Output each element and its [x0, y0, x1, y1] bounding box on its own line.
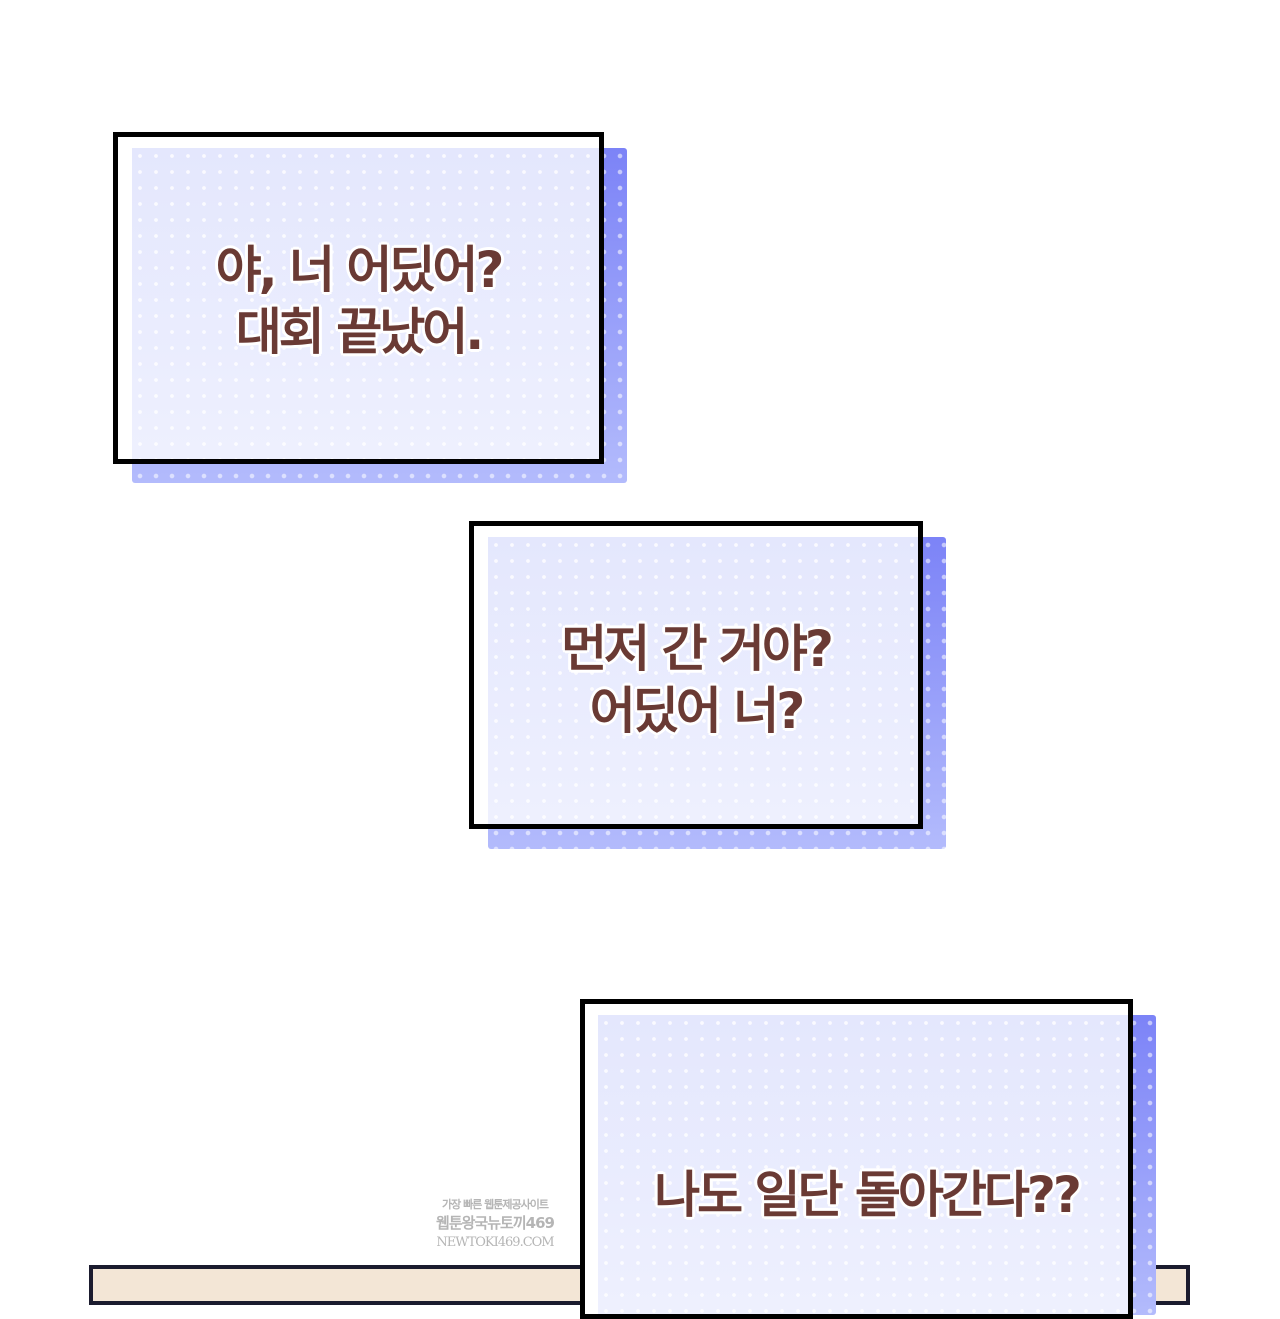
- caption-fill-3: [598, 1015, 1128, 1314]
- watermark-line: 웹툰왕국뉴토끼469: [436, 1214, 555, 1232]
- caption-line: 나도 일단 돌아간다??: [654, 1166, 1082, 1224]
- watermark-url: NEWTOKI469.COM: [436, 1235, 554, 1250]
- caption-box-3: 나도 일단 돌아간다??: [580, 999, 1133, 1319]
- caption-fill-2: [488, 537, 918, 824]
- caption-line: 어딨어 너?: [589, 682, 805, 740]
- caption-text-3: 나도 일단 돌아간다??: [605, 1164, 1128, 1226]
- watermark-line: 가장 빠른 웹툰제공사이트: [442, 1198, 549, 1211]
- caption-line: 먼저 간 거야?: [561, 620, 834, 678]
- watermark: 가장 빠른 웹툰제공사이트 웹툰왕국뉴토끼469 NEWTOKI469.COM: [420, 1195, 570, 1252]
- caption-text-1: 야, 너 어딨어? 대회 끝났어.: [118, 239, 599, 363]
- caption-text-2: 먼저 간 거야? 어딨어 너?: [474, 618, 918, 742]
- caption-box-2: 먼저 간 거야? 어딨어 너?: [469, 521, 923, 829]
- caption-line: 대회 끝났어.: [235, 303, 484, 361]
- caption-line: 야, 너 어딨어?: [215, 241, 505, 299]
- caption-fill-1: [132, 148, 599, 459]
- caption-box-1: 야, 너 어딨어? 대회 끝났어.: [113, 132, 604, 464]
